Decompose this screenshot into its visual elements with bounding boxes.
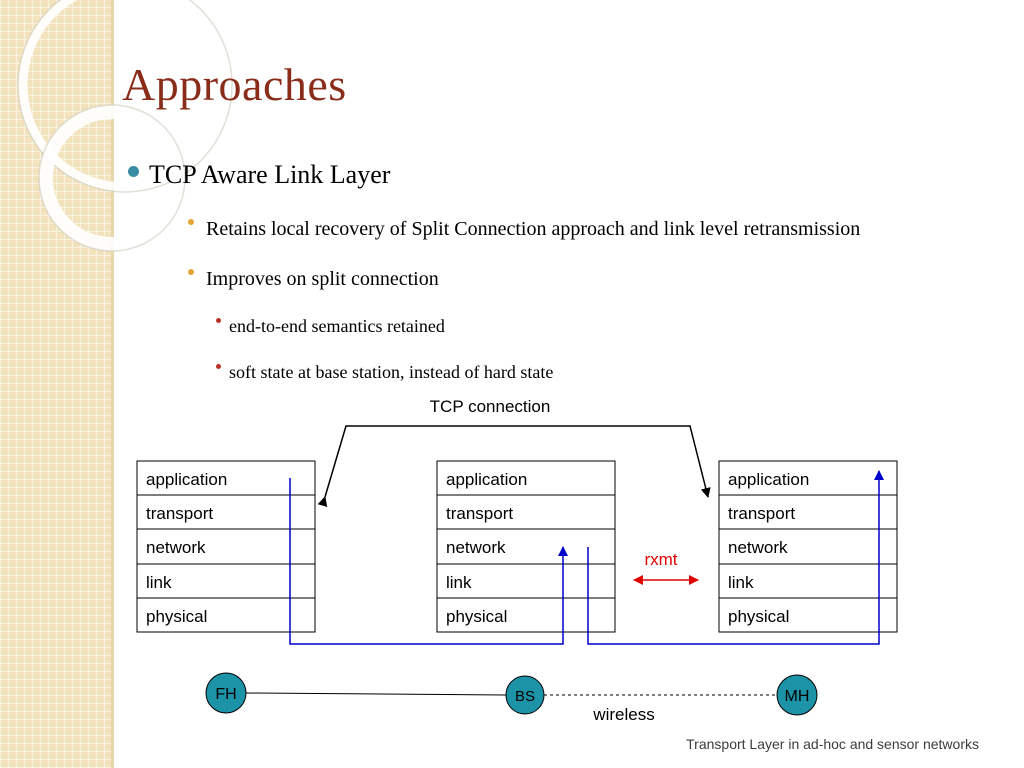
deco-circle-small-outline <box>38 104 186 252</box>
bullet-text: end-to-end semantics retained <box>229 316 445 336</box>
layer-application: application <box>146 470 227 489</box>
bullet-improves-split-connection: Improves on split connection <box>188 268 439 291</box>
layer-transport: transport <box>446 504 513 523</box>
layer-link: link <box>446 573 472 592</box>
protocol-stack-bs: application transport network link physi… <box>436 460 616 633</box>
tcp-connection-label: TCP connection <box>430 397 551 416</box>
bullet-dot-icon <box>128 165 139 177</box>
data-path-bs-to-mh <box>587 470 884 645</box>
bullet-text: Retains local recovery of Split Connecti… <box>206 218 861 240</box>
stack-frame <box>436 460 616 633</box>
bullet-tcp-aware-link-layer: TCP Aware Link Layer <box>128 160 390 190</box>
layer-link: link <box>728 573 754 592</box>
layer-application: application <box>728 470 809 489</box>
node-bs-label: BS <box>515 688 535 705</box>
deco-circle-large <box>18 0 232 192</box>
node-fh-label: FH <box>215 686 236 703</box>
layer-application: application <box>446 470 527 489</box>
protocol-stack-mh: application transport network link physi… <box>718 460 898 633</box>
bullet-end-to-end-semantics: end-to-end semantics retained <box>216 316 445 337</box>
layer-transport: transport <box>728 504 795 523</box>
node-mh: MH <box>776 674 818 716</box>
bullet-dot-icon <box>216 318 221 324</box>
bullet-dot-icon <box>188 219 194 226</box>
bullet-soft-state: soft state at base station, instead of h… <box>216 362 553 383</box>
node-fh: FH <box>205 672 247 714</box>
layer-physical: physical <box>446 607 507 626</box>
layer-physical: physical <box>728 607 789 626</box>
bullet-retains-local-recovery: Retains local recovery of Split Connecti… <box>188 218 860 241</box>
bullet-text: soft state at base station, instead of h… <box>229 362 554 382</box>
slide-title: Approaches <box>122 59 347 110</box>
layer-network: network <box>728 538 788 557</box>
tcp-connection-bracket <box>317 425 711 508</box>
stack-frame <box>718 460 898 633</box>
node-bs: BS <box>505 675 545 715</box>
layer-physical: physical <box>146 607 207 626</box>
deco-circle-large-outline <box>17 0 233 193</box>
bullet-text: TCP Aware Link Layer <box>149 160 391 189</box>
bullet-text: Improves on split connection <box>206 268 439 290</box>
node-mh-circle <box>776 674 818 716</box>
node-mh-label: MH <box>785 688 810 705</box>
data-path-fh-to-bs <box>289 478 568 645</box>
layer-link: link <box>146 573 172 592</box>
slide-footer: Transport Layer in ad-hoc and sensor net… <box>686 736 979 752</box>
layer-network: network <box>146 538 206 557</box>
layer-transport: transport <box>146 504 213 523</box>
side-strip-edge <box>111 0 114 768</box>
rxmt-label: rxmt <box>644 550 677 569</box>
node-bs-circle <box>505 675 545 715</box>
wired-link-fh-bs <box>245 692 507 696</box>
deco-circle-small <box>39 105 185 251</box>
wireless-label: wireless <box>592 705 654 724</box>
layer-network: network <box>446 538 506 557</box>
stack-frame <box>136 460 316 633</box>
protocol-stack-fh: application transport network link physi… <box>136 460 316 633</box>
bullet-dot-icon <box>216 364 221 370</box>
node-fh-circle <box>205 672 247 714</box>
side-decoration-strip <box>0 0 112 768</box>
bullet-dot-icon <box>188 269 194 276</box>
